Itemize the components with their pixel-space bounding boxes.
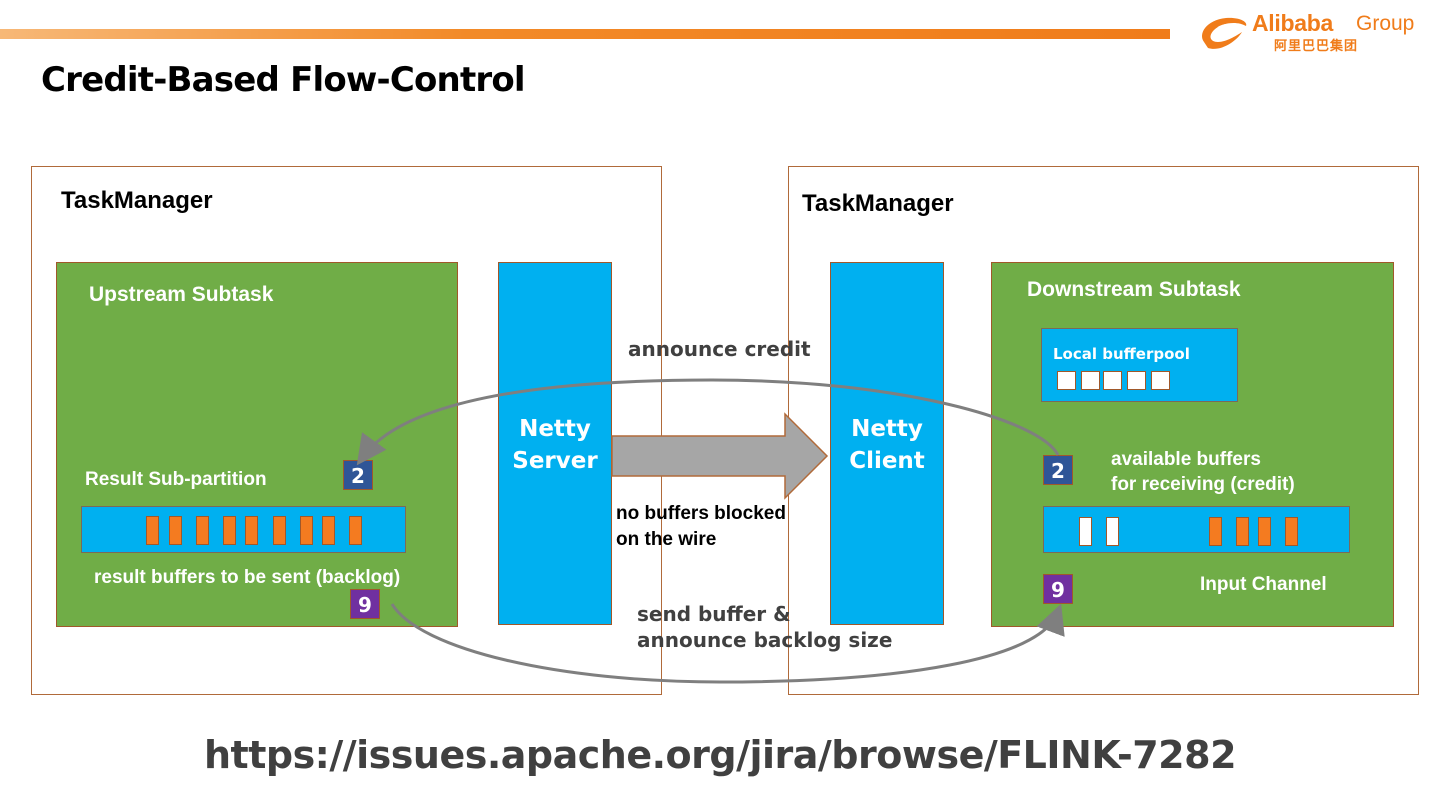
send-buffer-label: send buffer & announce backlog size bbox=[637, 601, 892, 653]
pool-free-buffer bbox=[1057, 371, 1076, 390]
channel-filled-buffer bbox=[1209, 517, 1222, 546]
pool-free-buffer bbox=[1127, 371, 1146, 390]
input-channel-queue bbox=[1043, 506, 1350, 553]
netty-server-line1: Netty bbox=[519, 416, 591, 442]
downstream-backlog-badge: 9 bbox=[1043, 574, 1073, 604]
no-buffers-blocked-line1: no buffers blocked bbox=[616, 503, 786, 524]
logo-brand: Alibaba bbox=[1252, 10, 1333, 36]
no-buffers-blocked-label: no buffers blocked on the wire bbox=[616, 501, 786, 553]
local-bufferpool-label: Local bufferpool bbox=[1053, 345, 1190, 363]
queued-buffer bbox=[322, 516, 335, 545]
backlog-label: result buffers to be sent (backlog) bbox=[94, 567, 401, 588]
credit-label: available buffers for receiving (credit) bbox=[1111, 447, 1295, 497]
downstream-subtask-label: Downstream Subtask bbox=[1027, 278, 1241, 301]
channel-free-buffer bbox=[1079, 517, 1092, 546]
upstream-backlog-badge: 9 bbox=[350, 589, 380, 619]
logo-chinese: 阿里巴巴集团 bbox=[1274, 38, 1359, 53]
result-subpartition-label: Result Sub-partition bbox=[85, 469, 267, 490]
queued-buffer bbox=[169, 516, 182, 545]
upstream-subtask-label: Upstream Subtask bbox=[89, 283, 274, 306]
channel-filled-buffer bbox=[1258, 517, 1271, 546]
queued-buffer bbox=[245, 516, 258, 545]
local-bufferpool: Local bufferpool bbox=[1041, 328, 1238, 402]
netty-server: Netty Server bbox=[498, 262, 612, 625]
data-transfer-arrow bbox=[611, 412, 829, 500]
queued-buffer bbox=[349, 516, 362, 545]
send-buffer-line1: send buffer & bbox=[637, 602, 791, 626]
credit-label-line2: for receiving (credit) bbox=[1111, 474, 1295, 495]
queued-buffer bbox=[196, 516, 209, 545]
pool-free-buffer bbox=[1151, 371, 1170, 390]
header-accent-bar bbox=[0, 29, 1170, 39]
downstream-subtask-box bbox=[991, 262, 1394, 627]
send-buffer-line2: announce backlog size bbox=[637, 628, 893, 652]
queued-buffer bbox=[273, 516, 286, 545]
alibaba-smile-logo-icon bbox=[1202, 17, 1247, 49]
queued-buffer bbox=[223, 516, 236, 545]
left-taskmanager-label: TaskManager bbox=[61, 187, 213, 214]
right-taskmanager-label: TaskManager bbox=[802, 190, 954, 217]
channel-free-buffer bbox=[1106, 517, 1119, 546]
announce-credit-label: announce credit bbox=[628, 337, 811, 361]
logo-group: Group bbox=[1356, 12, 1415, 35]
result-subpartition-queue bbox=[81, 506, 406, 553]
jira-issue-link[interactable]: https://issues.apache.org/jira/browse/FL… bbox=[203, 733, 1237, 777]
downstream-credit-badge: 2 bbox=[1043, 455, 1073, 485]
channel-filled-buffer bbox=[1236, 517, 1249, 546]
pool-free-buffer bbox=[1081, 371, 1100, 390]
queued-buffer bbox=[300, 516, 313, 545]
input-channel-label: Input Channel bbox=[1200, 574, 1327, 595]
announce-credit-curve bbox=[356, 378, 1060, 466]
netty-server-line2: Server bbox=[512, 448, 598, 474]
page-title: Credit-Based Flow-Control bbox=[41, 60, 526, 100]
no-buffers-blocked-line2: on the wire bbox=[616, 529, 717, 550]
netty-client-line1: Netty bbox=[851, 416, 923, 442]
queued-buffer bbox=[146, 516, 159, 545]
upstream-subtask-box bbox=[56, 262, 458, 627]
netty-client: Netty Client bbox=[830, 262, 944, 625]
pool-free-buffer bbox=[1103, 371, 1122, 390]
channel-filled-buffer bbox=[1285, 517, 1298, 546]
send-buffer-curve bbox=[390, 603, 1065, 684]
credit-label-line1: available buffers bbox=[1111, 449, 1261, 470]
netty-client-line2: Client bbox=[849, 448, 925, 474]
